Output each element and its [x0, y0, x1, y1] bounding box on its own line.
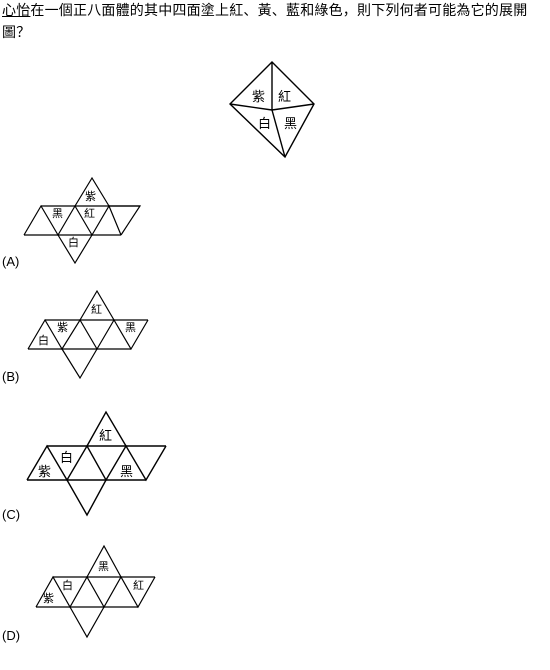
net-b-label-black: 黑: [125, 321, 136, 334]
net-c-label-red: 紅: [99, 429, 112, 444]
net-b: [27, 289, 149, 380]
octa-label-purple: 紫: [252, 90, 265, 105]
net-d-label-red: 紅: [133, 579, 144, 592]
net-c: [26, 410, 167, 517]
net-b-label-white: 白: [38, 333, 49, 347]
net-d: [35, 544, 156, 639]
net-d-label-white: 白: [62, 578, 73, 592]
net-b-label-purple: 紫: [57, 321, 68, 334]
net-b-label-red: 紅: [91, 303, 102, 316]
octahedron-figure: [229, 61, 315, 159]
net-a-label-black: 黑: [52, 207, 63, 220]
option-c-label: (C): [2, 507, 21, 522]
net-a-label-white: 白: [68, 235, 79, 249]
net-d-label-purple: 紫: [43, 592, 54, 605]
question-body: 在一個正八面體的其中四面塗上紅、黃、藍和綠色，則下列何者可能為它的展開圖？: [2, 3, 528, 41]
option-b-label: (B): [2, 369, 20, 384]
net-c-label-purple: 紫: [38, 465, 51, 480]
student-name: 心怡: [2, 3, 31, 19]
net-a-label-purple: 紫: [85, 190, 96, 203]
net-a: [23, 176, 142, 265]
net-c-label-black: 黑: [120, 465, 133, 480]
octa-label-white: 白: [258, 116, 271, 132]
option-d-label: (D): [2, 628, 21, 643]
octa-label-red: 紅: [278, 90, 291, 105]
net-c-label-white: 白: [60, 450, 73, 466]
octa-label-black: 黑: [284, 117, 297, 132]
question-text: 心怡在一個正八面體的其中四面塗上紅、黃、藍和綠色，則下列何者可能為它的展開圖？: [2, 0, 548, 44]
net-d-label-black: 黑: [98, 560, 109, 573]
option-a-label: (A): [2, 254, 20, 269]
net-a-label-red: 紅: [84, 207, 95, 220]
